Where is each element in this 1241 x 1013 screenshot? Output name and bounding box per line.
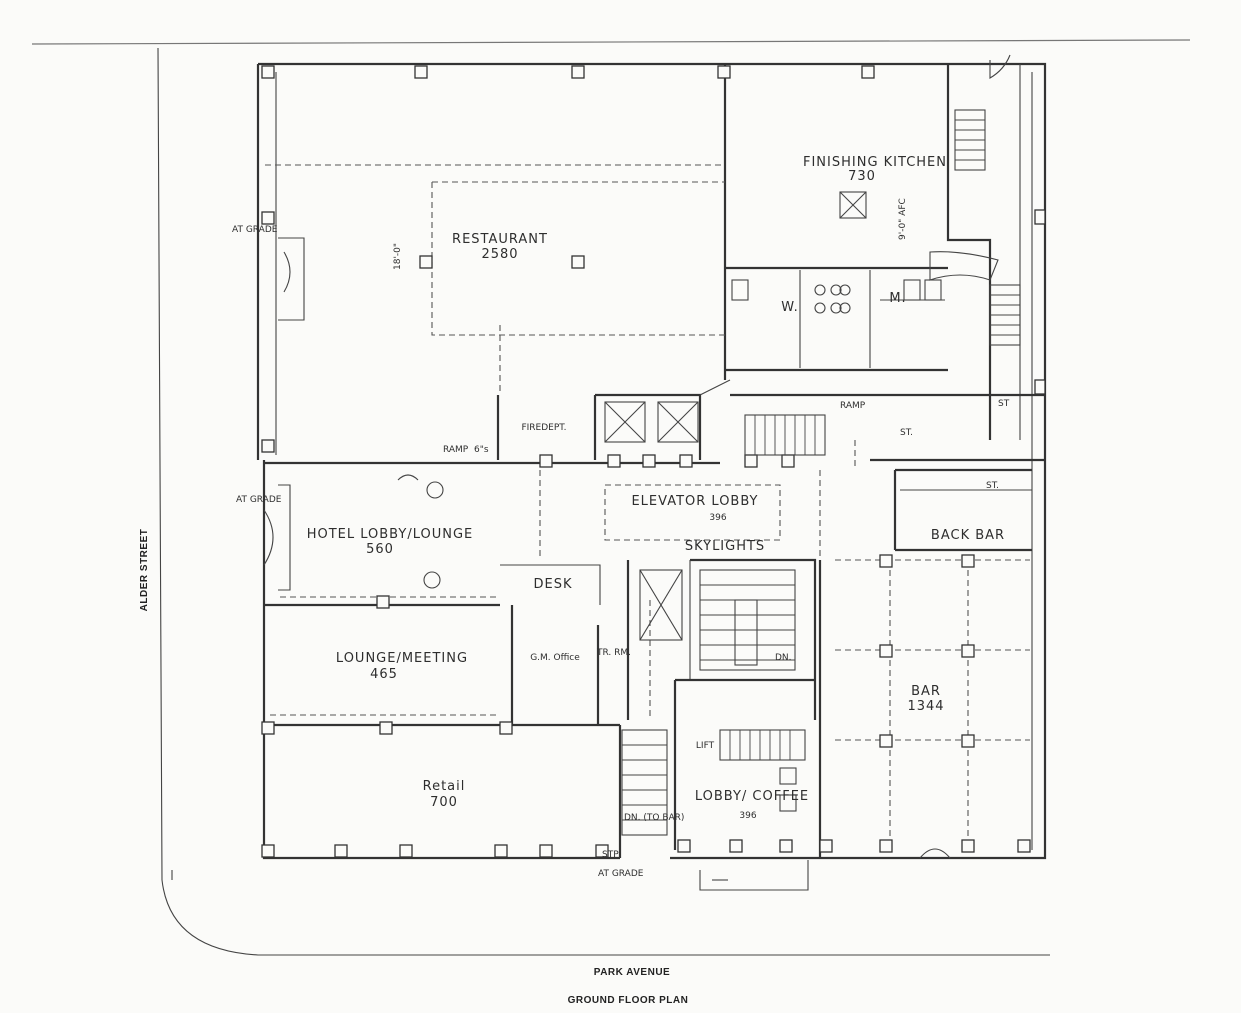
down-2: DN. (TO BAR) <box>624 813 684 823</box>
lobby-coffee-label: LOBBY/ COFFEE <box>695 789 809 804</box>
retail-area: 700 <box>430 795 458 810</box>
tr-rm-label: TR. RM. <box>596 648 631 658</box>
plan-notes: AT GRADE AT GRADE AT GRADE RAMP 6"s RAMP… <box>232 198 1010 879</box>
storage-3: ST. <box>986 481 999 491</box>
bar-area: 1344 <box>907 699 944 714</box>
plan-caption: GROUND FLOOR PLAN <box>568 995 689 1006</box>
at-grade-west-upper: AT GRADE <box>232 225 278 235</box>
restaurant-label: RESTAURANT <box>452 232 548 247</box>
mens-restroom-label: M. <box>889 291 906 306</box>
desk-label: DESK <box>533 577 572 592</box>
restroom-fixtures <box>397 279 942 812</box>
hotel-lobby-label: HOTEL LOBBY/LOUNGE <box>307 527 474 542</box>
overhead-dashed-lines <box>265 164 1030 840</box>
ramp-lobby-dim: 6"s <box>474 445 489 455</box>
at-grade-south: AT GRADE <box>598 869 644 879</box>
at-grade-west-lower: AT GRADE <box>236 495 282 505</box>
stairs <box>621 109 1021 836</box>
storage-2: ST <box>998 399 1010 409</box>
step-south: STP <box>602 850 619 860</box>
lounge-meeting-area: 465 <box>370 667 398 682</box>
lounge-meeting-label: LOUNGE/MEETING <box>336 651 468 666</box>
structural-columns <box>261 65 1046 858</box>
restaurant-dim: 18'-0" <box>393 243 403 270</box>
kitchen-dim: 9'-0" AFC <box>898 198 908 240</box>
ramp-corridor: RAMP <box>840 401 866 411</box>
skylights-label: SKYLIGHTS <box>685 539 765 554</box>
fire-dept-label: FIREDEPT. <box>521 423 566 433</box>
alder-street-label: ALDER STREET <box>139 529 150 612</box>
retail-label: Retail <box>423 779 466 794</box>
back-bar-label: BACK BAR <box>931 528 1005 543</box>
elevator-shafts <box>604 191 867 641</box>
finishing-kitchen-area: 730 <box>848 169 876 184</box>
ramp-lobby: RAMP <box>443 445 469 455</box>
finishing-kitchen-label: FINISHING KITCHEN <box>803 155 947 170</box>
park-avenue-label: PARK AVENUE <box>594 967 670 978</box>
restaurant-area: 2580 <box>481 247 518 262</box>
gm-office-label: G.M. Office <box>530 653 580 663</box>
lift-label: LIFT <box>696 741 715 751</box>
down-1: DN. <box>775 653 792 663</box>
womens-restroom-label: W. <box>781 300 799 315</box>
storage-1: ST. <box>900 428 913 438</box>
elevator-lobby-area: 396 <box>709 513 726 523</box>
lobby-coffee-area: 396 <box>739 811 756 821</box>
elevator-lobby-label: ELEVATOR LOBBY <box>631 494 758 509</box>
hotel-lobby-area: 560 <box>366 542 394 557</box>
room-labels: RESTAURANT 2580 FINISHING KITCHEN 730 W.… <box>307 155 1005 821</box>
interior-walls <box>264 64 1045 858</box>
bar-label: BAR <box>911 684 941 699</box>
property-lines <box>31 39 1191 956</box>
entrance-doors <box>263 54 1011 891</box>
